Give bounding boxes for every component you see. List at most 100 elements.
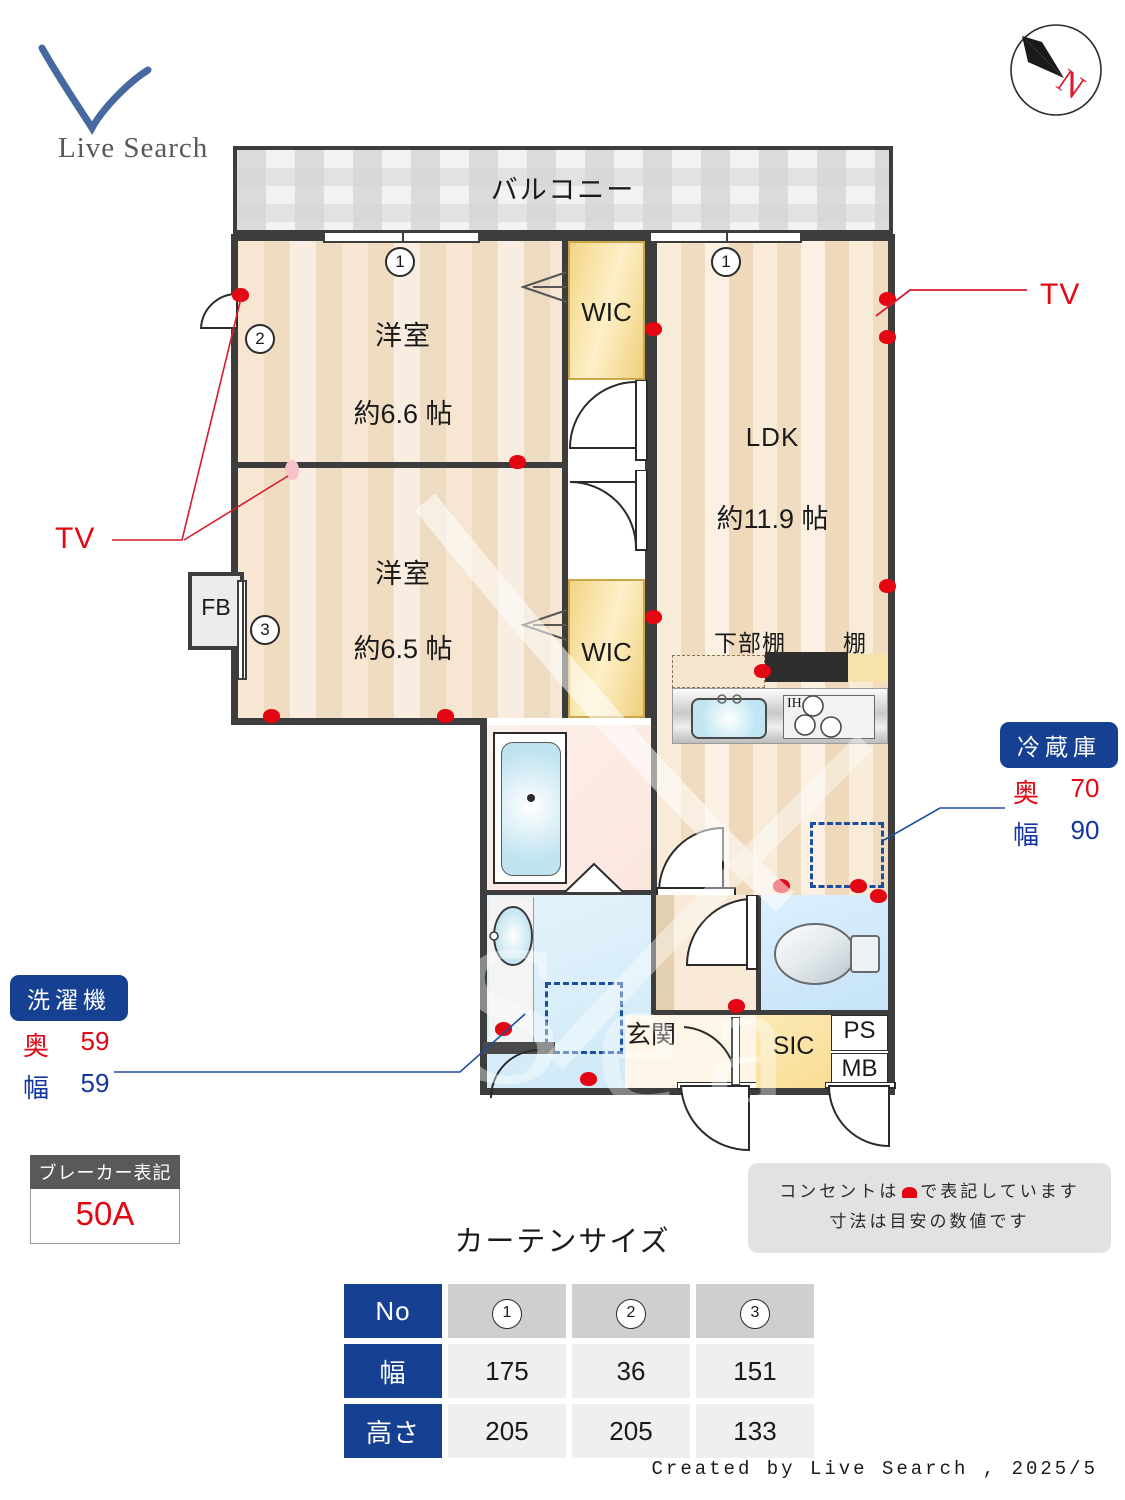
curtain-height-1: 205 [448, 1404, 566, 1458]
outlet [232, 288, 249, 302]
window-1-ldk[interactable] [649, 231, 802, 243]
curtain-col-3: 3 [696, 1284, 814, 1338]
bedroom-1-name: 洋室 [375, 321, 431, 351]
compass-rose: N [1008, 22, 1104, 118]
washer-leader [114, 1013, 526, 1073]
window-marker-3: 3 [250, 615, 280, 645]
brand-name: Live Search [58, 132, 209, 164]
toilet-door[interactable] [681, 895, 759, 971]
outlet [509, 455, 526, 469]
curtain-row-label-height: 高さ [344, 1404, 442, 1458]
curtain-size-title: カーテンサイズ [454, 1226, 671, 1258]
outlet [495, 1022, 512, 1036]
refrigerator-depth-value: 70 [1070, 773, 1100, 803]
note-line-2: 寸法は目安の数値です [829, 1211, 1030, 1231]
curtain-col-2: 2 [572, 1284, 690, 1338]
note-line-1: コンセントはで表記しています [748, 1177, 1111, 1207]
wall-bedroom-bottom [231, 718, 483, 725]
breaker-info: ブレーカー表記 50A [30, 1155, 180, 1244]
wic-1-label: WIC [581, 297, 632, 327]
wall-toilet-left [756, 895, 761, 1015]
mb-door[interactable] [825, 1082, 901, 1150]
washer-title: 洗濯機 [10, 975, 128, 1021]
tv-label-right: TV [1040, 278, 1081, 311]
kitchen-burners-icon [794, 695, 842, 738]
bathtub-drain-icon [527, 794, 535, 802]
tv-leader-left [112, 293, 289, 541]
kitchen-range-hood [765, 652, 848, 682]
breaker-title: ブレーカー表記 [30, 1155, 180, 1189]
checkmark-logo-icon [38, 44, 152, 135]
outlet [728, 999, 745, 1013]
refrigerator-space [810, 822, 884, 888]
entry-door[interactable] [677, 1082, 763, 1154]
breaker-value: 50A [30, 1189, 180, 1244]
vanity-mirror-icon [489, 906, 533, 966]
mb-label: MB [841, 1055, 878, 1082]
kitchen-shelf-label: 棚 [843, 630, 867, 656]
curtain-col-1: 1 [448, 1284, 566, 1338]
curtain-header-no: No [344, 1284, 442, 1338]
bathroom-folding-door[interactable] [561, 860, 627, 894]
wall-hall-bottom [656, 1010, 761, 1015]
window-marker-2: 2 [245, 324, 275, 354]
bedroom-2-door[interactable] [568, 470, 648, 552]
wall-left [231, 234, 238, 724]
curtain-height-2: 205 [572, 1404, 690, 1458]
refrigerator-width-value: 90 [1070, 815, 1100, 845]
outlet [870, 889, 887, 903]
wall-wic1-left [562, 241, 568, 463]
closet-wic-1 [568, 241, 645, 380]
outlet-symbol-icon [902, 1187, 918, 1198]
credit-text: Created by Live Search , 2025/5 [651, 1458, 1098, 1480]
kitchen-upper-shelf [848, 654, 888, 682]
outlet [879, 330, 896, 344]
bathtub-basin [501, 742, 561, 876]
washer-space [545, 982, 623, 1054]
bedroom-1-size: 約6.6 帖 [353, 399, 453, 429]
room-bedroom-1 [238, 241, 568, 463]
outlet [850, 879, 867, 893]
balcony-area [233, 146, 893, 234]
washroom-door[interactable] [483, 1042, 555, 1104]
ldk-door[interactable] [655, 824, 741, 896]
curtain-width-3: 151 [696, 1344, 814, 1398]
brand-logo: Live Search [30, 40, 260, 170]
bedroom-2-name: 洋室 [375, 559, 431, 589]
refrigerator-depth-key: 奥 [1012, 778, 1039, 808]
curtain-width-1: 175 [448, 1344, 566, 1398]
room-ps [831, 1015, 888, 1051]
ps-label: PS [843, 1017, 876, 1044]
window-3[interactable] [237, 580, 247, 680]
entry-inner-door[interactable] [680, 1017, 740, 1087]
tv-leader-right [875, 289, 1027, 317]
wic-2-label: WIC [581, 637, 632, 667]
wic-2-door-icon[interactable] [521, 608, 569, 646]
window-marker-1a: 1 [385, 247, 415, 277]
wic-1-door-icon[interactable] [521, 270, 569, 308]
table-row: 高さ 205 205 133 [344, 1404, 814, 1458]
floor-plan: バルコニー 洋室 約6.6 帖 洋室 約6.5 帖 WIC WIC [188, 142, 900, 1152]
wall-top [231, 234, 895, 241]
outlet [879, 579, 896, 593]
washer-width-value: 59 [80, 1068, 110, 1098]
bedroom-1-door[interactable] [568, 380, 648, 462]
refrigerator-width-row: 幅 90 [1000, 815, 1118, 852]
refrigerator-leader [883, 807, 1005, 841]
kitchen-faucet-icon [717, 694, 742, 704]
fb-label: FB [201, 594, 231, 620]
hallway-step [656, 895, 674, 1015]
outlet [773, 879, 790, 893]
washer-depth-row: 奥 59 [10, 1026, 128, 1063]
outlet [645, 610, 662, 624]
washer-depth-value: 59 [80, 1026, 110, 1056]
note-line-1b: で表記しています [920, 1182, 1080, 1201]
room-sic [756, 1015, 831, 1088]
outlet [263, 709, 280, 723]
window-2-door[interactable] [195, 290, 243, 332]
window-1-bedroom[interactable] [323, 231, 480, 243]
refrigerator-info: 冷蔵庫 奥 70 幅 90 [1000, 722, 1118, 852]
outlet [645, 322, 662, 336]
washer-info: 洗濯機 奥 59 幅 59 [10, 975, 128, 1105]
outlet [754, 664, 771, 678]
